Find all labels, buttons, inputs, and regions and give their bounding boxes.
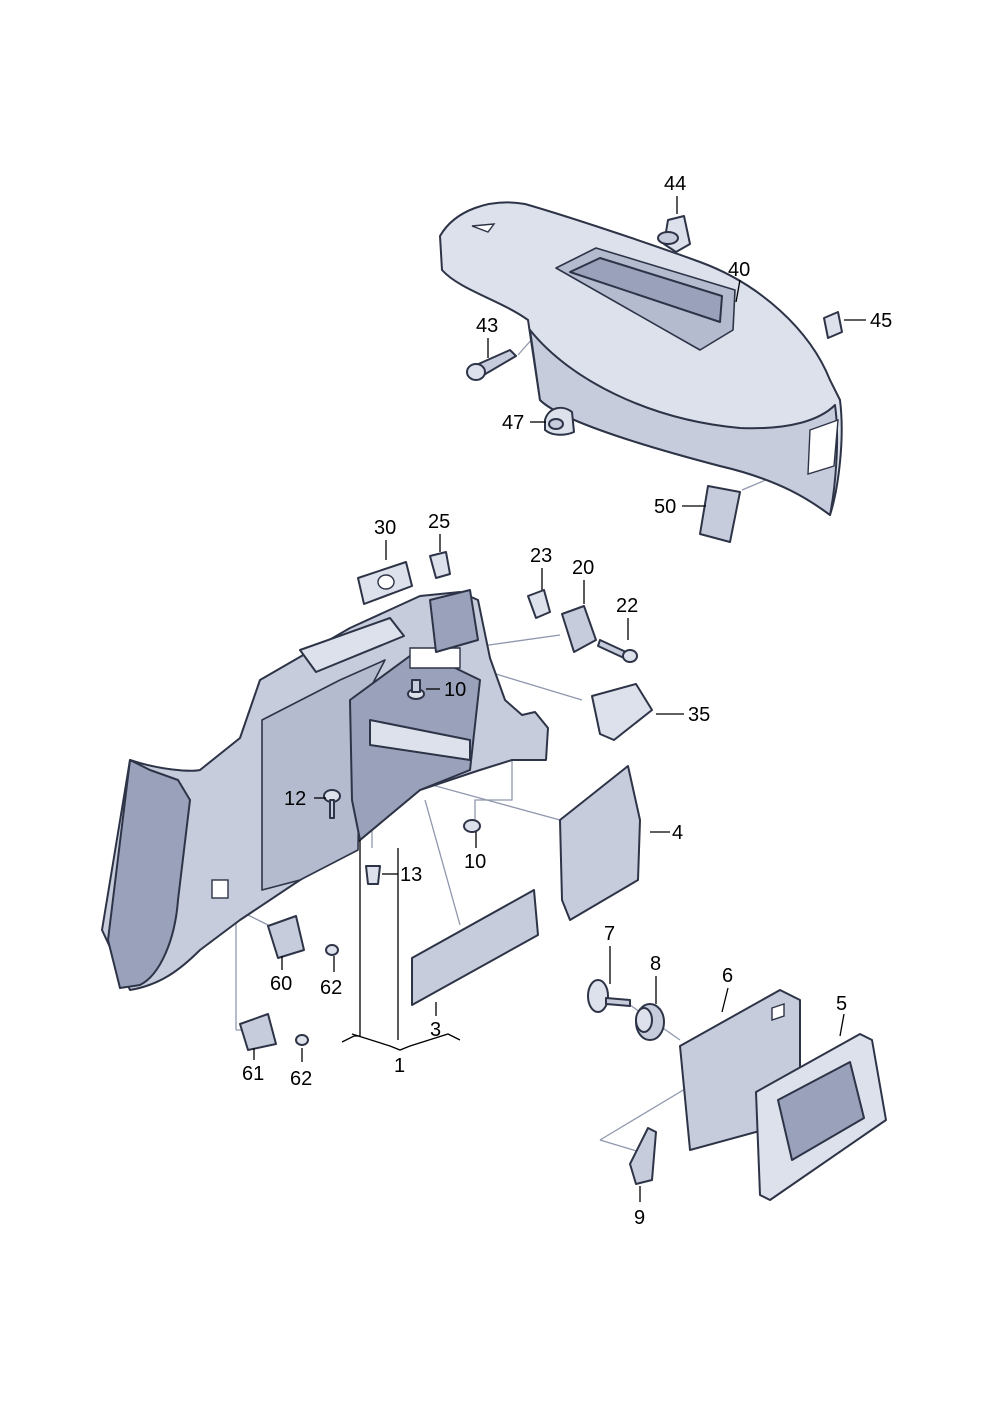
part-9-clamp — [629, 1127, 657, 1185]
part-25-clip — [429, 551, 451, 579]
label-45: 45 — [870, 310, 892, 332]
part-7-knob — [587, 979, 631, 1013]
label-22: 22 — [616, 595, 638, 617]
label-5: 5 — [836, 993, 847, 1015]
label-44: 44 — [664, 173, 686, 195]
label-30: 30 — [374, 517, 396, 539]
part-35-cover — [591, 683, 653, 741]
label-60: 60 — [270, 973, 292, 995]
label-10-lower: 10 — [464, 851, 486, 873]
part-10-clip-lower — [463, 819, 481, 833]
label-1: 1 — [394, 1055, 405, 1077]
label-3: 3 — [430, 1019, 441, 1041]
part-43-screw — [466, 349, 517, 381]
label-50: 50 — [654, 496, 676, 518]
label-25: 25 — [428, 511, 450, 533]
label-13: 13 — [400, 864, 422, 886]
label-47: 47 — [502, 412, 524, 434]
label-43: 43 — [476, 315, 498, 337]
part-20-bracket — [561, 605, 597, 653]
label-62-upper: 62 — [320, 977, 342, 999]
part-23-clip — [527, 589, 551, 619]
part-62-screw-lower — [295, 1034, 309, 1046]
part-5-storage-box — [755, 1033, 887, 1201]
leader-lines — [253, 196, 866, 1202]
part-62-screw-upper — [325, 944, 339, 956]
part-3-panel — [411, 889, 539, 1006]
label-62-lower: 62 — [290, 1068, 312, 1090]
part-45-clip — [823, 311, 843, 339]
part-8-grommet — [635, 1003, 665, 1041]
label-6: 6 — [722, 965, 733, 987]
part-50-pad — [699, 485, 741, 543]
label-23: 23 — [530, 545, 552, 567]
part-1-side-trim-panel — [101, 589, 549, 991]
label-8: 8 — [650, 953, 661, 975]
part-40-upper-trim-panel — [439, 201, 843, 516]
part-44-clip — [657, 215, 691, 253]
part-60-lashing-eye — [267, 915, 305, 959]
part-4-panel — [559, 765, 641, 921]
label-4: 4 — [672, 822, 683, 844]
label-10-upper: 10 — [444, 679, 466, 701]
label-40: 40 — [728, 259, 750, 281]
label-7: 7 — [604, 923, 615, 945]
part-30-cover-plate — [357, 561, 413, 605]
part-10-clip-upper — [407, 679, 425, 700]
label-35: 35 — [688, 704, 710, 726]
part-47-cap — [544, 406, 575, 436]
label-12: 12 — [284, 788, 306, 810]
label-20: 20 — [572, 557, 594, 579]
part-number-labels: 44 40 43 45 47 50 30 25 23 20 22 10 35 1… — [242, 173, 892, 1229]
label-9: 9 — [634, 1207, 645, 1229]
part-12-screw — [323, 789, 341, 819]
part-13-clip — [365, 865, 381, 885]
part-22-screw — [597, 639, 638, 663]
label-61: 61 — [242, 1063, 264, 1085]
part-61-lashing-eye — [239, 1013, 277, 1051]
